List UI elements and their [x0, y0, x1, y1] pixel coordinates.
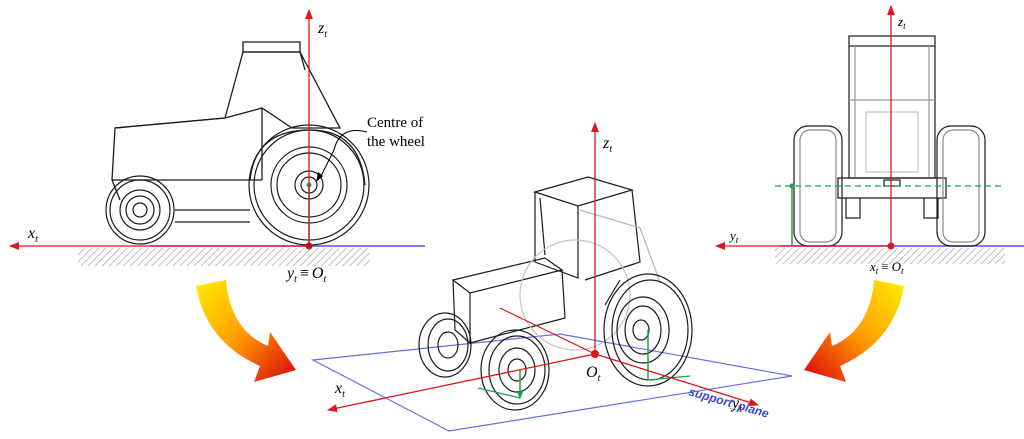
side-tractor-outline [111, 41, 366, 223]
curved-arrow-left [196, 280, 296, 382]
side-x-label: xt [27, 225, 38, 245]
iso-right-rear-wheel [603, 273, 693, 387]
support-plane-label: support_plane [687, 384, 771, 420]
iso-front-right-wheel [418, 312, 472, 378]
iso-y-label: yt [730, 395, 742, 415]
iso-tractor-outline [451, 176, 661, 351]
rear-tractor-outline [837, 35, 947, 219]
iso-x-label: xt [334, 380, 345, 400]
side-callout-arrowhead [316, 172, 323, 182]
rear-origin-dot [887, 242, 895, 250]
side-callout-line1: Centre of [367, 115, 423, 131]
side-origin-label: yt≡Ot [285, 265, 326, 285]
curved-arrow-right [804, 280, 904, 382]
iso-front-left-wheel [480, 329, 550, 411]
rear-view: zt yt xt≡Ot [715, 5, 1024, 276]
iso-y-axis-hidden [499, 307, 596, 355]
rear-origin-label: xt≡Ot [869, 259, 904, 276]
rear-ground-hatch [775, 248, 1005, 264]
rear-y-label: yt [728, 228, 739, 245]
rear-wheel-centre-dot [789, 183, 795, 189]
iso-front-wheel-marker-base [477, 387, 521, 399]
side-z-label: zt [317, 20, 327, 40]
side-ground-hatch [78, 248, 370, 266]
iso-origin-label: Ot [586, 364, 601, 384]
iso-view: support_plane [310, 122, 793, 432]
iso-rear-wheel-marker-base [647, 375, 691, 381]
support-plane [310, 333, 793, 432]
iso-x-axis [327, 353, 596, 413]
side-front-wheel [105, 175, 175, 245]
iso-y-axis [594, 353, 759, 407]
side-origin-dot [305, 242, 313, 250]
side-callout-line2: the wheel [367, 134, 425, 150]
side-view: Centre of the wheel zt xt yt≡Ot [9, 9, 425, 285]
iso-z-label: zt [602, 135, 612, 155]
iso-origin-dot [591, 350, 599, 358]
side-callout-leader [319, 130, 368, 179]
rear-z-label: zt [897, 14, 906, 31]
